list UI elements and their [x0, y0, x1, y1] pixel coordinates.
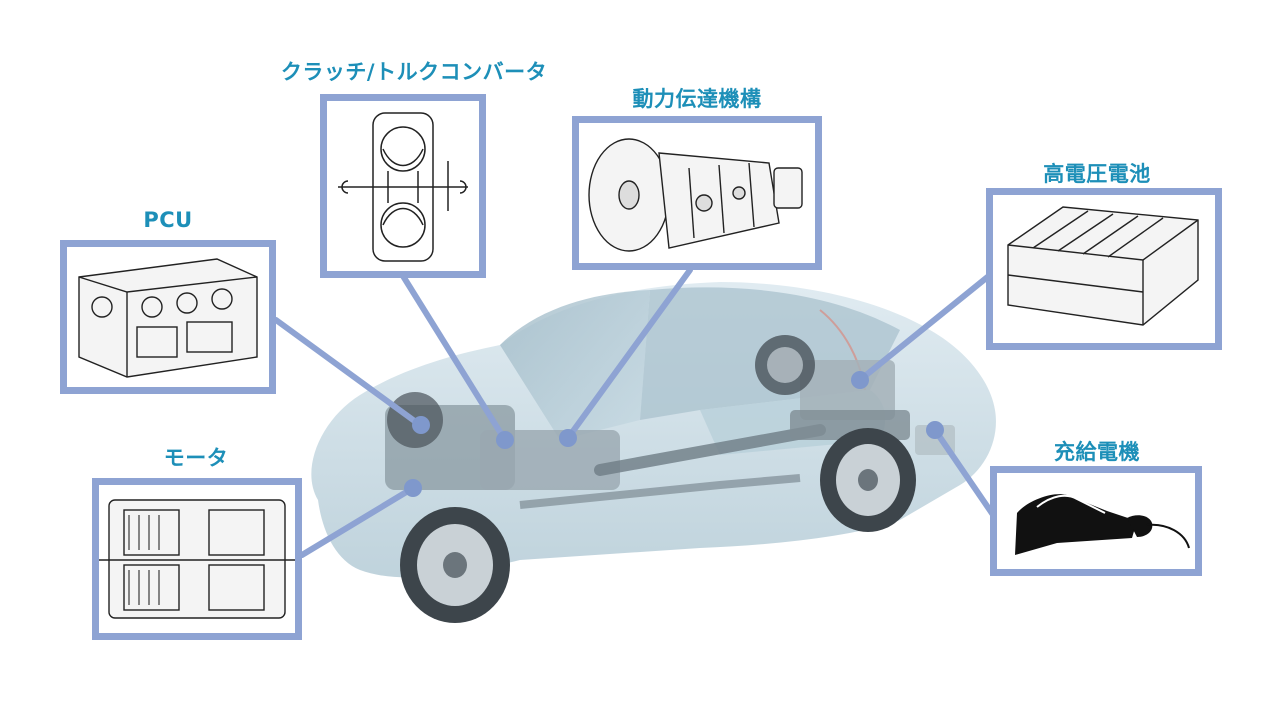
torque-converter-schematic-icon	[338, 112, 468, 262]
connector-motor	[299, 485, 416, 558]
label-pcu: PCU	[143, 208, 193, 232]
dot-charger	[926, 421, 944, 439]
dot-pcu	[412, 416, 430, 434]
label-battery: 高電圧電池	[1043, 162, 1151, 186]
connector-pcu	[273, 317, 423, 428]
motor-icon	[99, 499, 295, 619]
label-motor: モータ	[163, 446, 229, 470]
dot-transmission	[559, 429, 577, 447]
panel-battery	[986, 188, 1222, 350]
dot-battery	[851, 371, 869, 389]
dot-clutch	[496, 431, 514, 449]
pcu-icon	[78, 258, 258, 378]
exhaust	[519, 474, 801, 509]
panel-transmission	[572, 116, 822, 270]
panel-clutch	[320, 94, 486, 278]
connector-transmission	[565, 267, 693, 441]
panel-motor	[92, 478, 302, 640]
transmission-block	[480, 430, 620, 490]
propeller-shaft	[594, 424, 826, 476]
label-transmission: 動力伝達機構	[632, 87, 762, 111]
connector-clutch	[400, 273, 508, 443]
rear-wheel-far	[755, 335, 815, 395]
battery-pack	[800, 360, 895, 420]
panel-pcu	[60, 240, 276, 394]
charging-plug-icon	[1015, 494, 1190, 555]
transmission-icon	[588, 138, 803, 252]
dot-motor	[404, 479, 422, 497]
car-windshield	[500, 290, 650, 440]
connector-battery	[857, 272, 993, 383]
label-charger: 充給電機	[1054, 440, 1140, 464]
rear-wheel	[820, 428, 916, 532]
panel-charger	[990, 466, 1202, 576]
label-clutch: クラッチ/トルクコンバータ	[280, 60, 548, 84]
front-wheel	[400, 507, 510, 623]
connector-charger	[932, 427, 1003, 528]
battery-pack-icon	[1007, 206, 1199, 326]
